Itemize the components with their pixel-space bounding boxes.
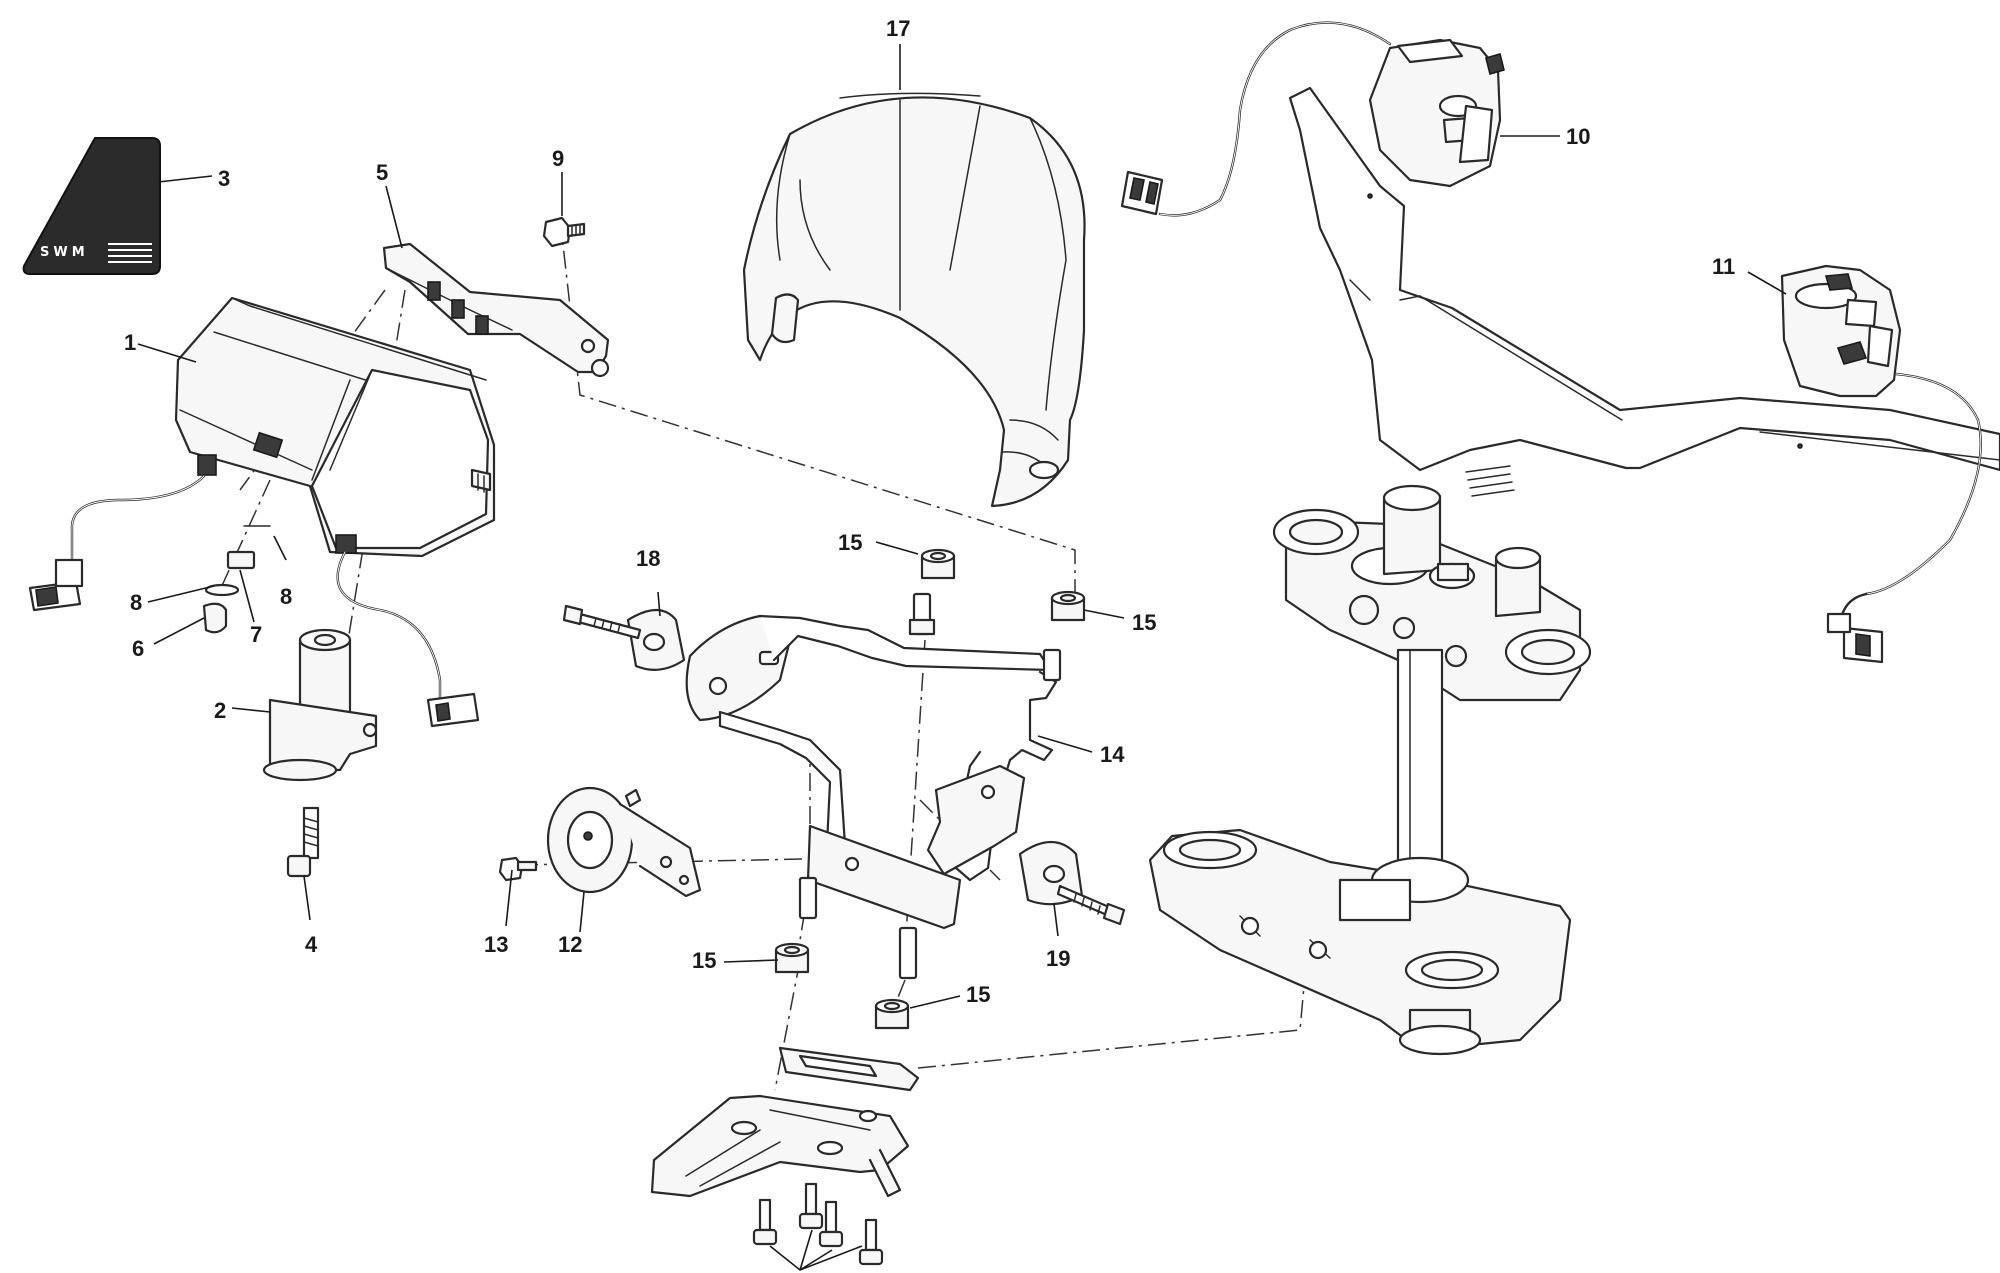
callout-10: 10: [1566, 124, 1590, 149]
callout-5: 5: [376, 160, 388, 185]
callout-15-bottom-right: 15: [966, 982, 990, 1007]
bushing-15-top-left: [920, 548, 956, 580]
horn-12: [546, 786, 702, 898]
callout-19: 19: [1046, 946, 1070, 971]
callout-7: 7: [250, 622, 262, 647]
callout-13: 13: [484, 932, 508, 957]
callout-15-bottom-left: 15: [692, 948, 716, 973]
lower-bracket: [650, 1046, 920, 1271]
screw-13: [498, 856, 538, 882]
callout-18: 18: [636, 546, 660, 571]
cluster-bracket: [382, 242, 610, 378]
callout-1: 1: [124, 330, 136, 355]
leader-lines: [137, 44, 1787, 1009]
callout-17: 17: [886, 16, 910, 41]
right-switch-11: [1780, 264, 1982, 664]
callout-2: 2: [214, 698, 226, 723]
callout-4: 4: [305, 932, 318, 957]
rubber-mount-19: [1018, 841, 1126, 926]
bushing-15-bottom-right: [874, 998, 910, 1030]
bushings-15: [774, 548, 1086, 1030]
triple-clamp: [1148, 484, 1592, 1056]
bushing-15-top-right: [1050, 590, 1086, 622]
logo-text: SWM: [40, 245, 89, 260]
handlebar: [1288, 86, 2000, 497]
handlebar-clamp-marks: [1465, 465, 1515, 497]
callout-12: 12: [558, 932, 582, 957]
rubber-mount-18: [562, 604, 686, 671]
screw-4: [286, 806, 320, 878]
small-washers: [202, 525, 271, 634]
callouts: 1 2 3 4 5 6 7 8 8 9 10 11 12 13 14 15 15…: [124, 16, 1735, 1007]
headlight-bracket: [685, 592, 1062, 980]
headlight-fairing: [742, 92, 1086, 508]
instrument-cluster: [28, 296, 496, 728]
bushing-15-bottom-left: [774, 942, 810, 974]
callout-15-top-left: 15: [838, 530, 862, 555]
callout-15-top-right: 15: [1132, 610, 1156, 635]
callout-9: 9: [552, 146, 564, 171]
swm-logo-plate: SWM: [22, 137, 161, 275]
callout-3: 3: [218, 166, 230, 191]
callout-8-left: 8: [130, 590, 142, 615]
ignition-switch: [262, 628, 378, 782]
callout-6: 6: [132, 636, 144, 661]
callout-11: 11: [1712, 254, 1735, 279]
lower-screws: [752, 1182, 884, 1266]
callout-8-right: 8: [280, 584, 292, 609]
bolt-9: [542, 216, 586, 248]
callout-14: 14: [1100, 742, 1125, 767]
left-switch-10: [1120, 21, 1505, 217]
